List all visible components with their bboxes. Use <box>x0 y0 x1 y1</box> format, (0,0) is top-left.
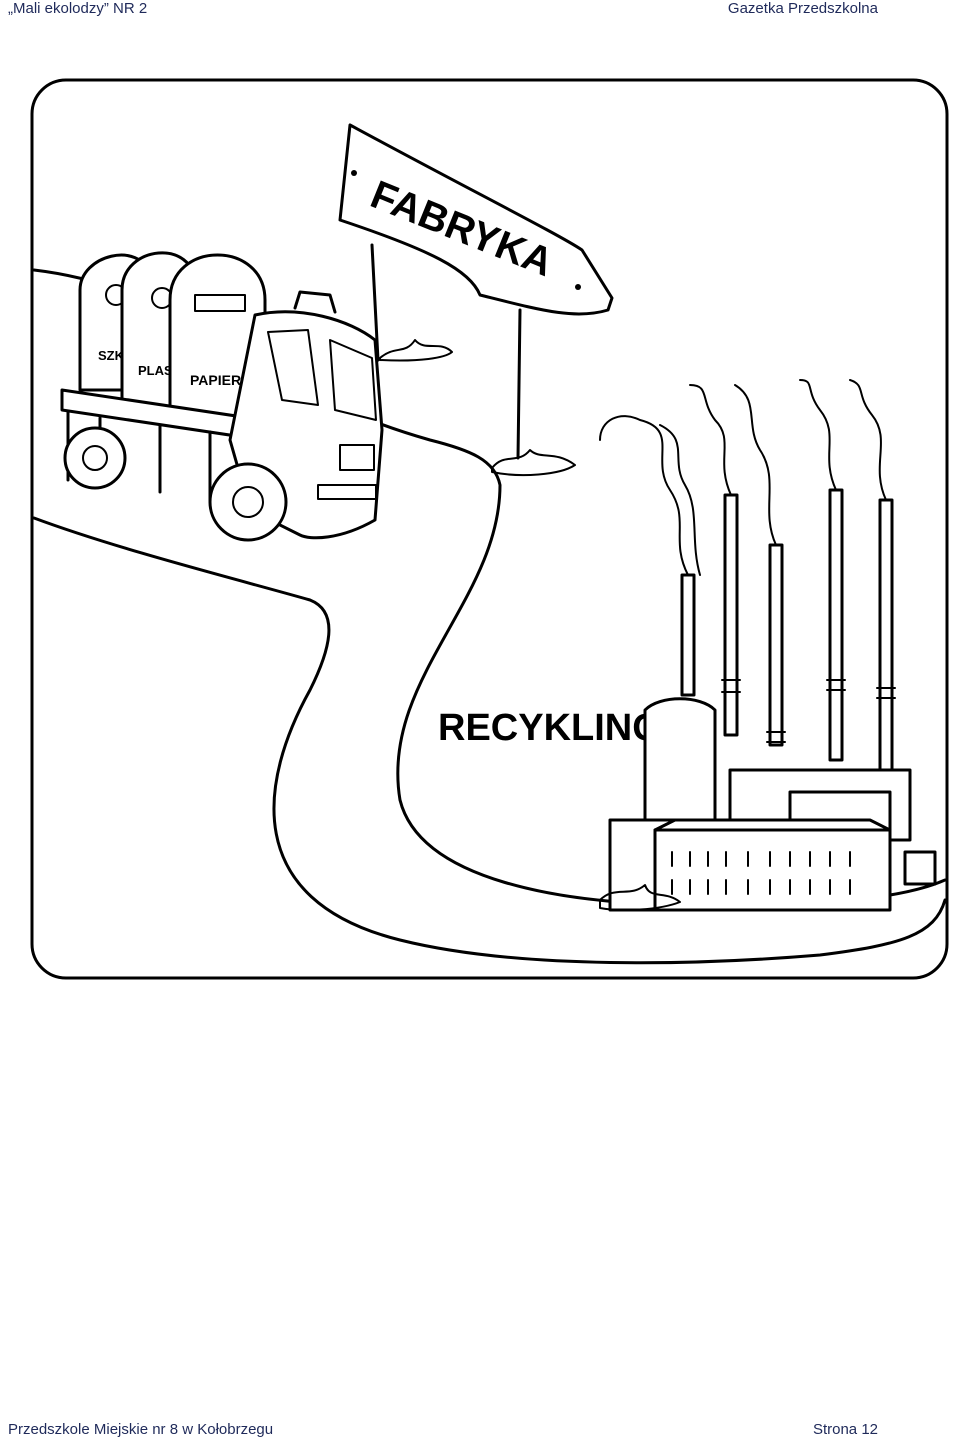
bin-label-paper: PAPIER <box>190 372 241 388</box>
recycling-truck: SZK PLAS PAPIER <box>60 251 384 542</box>
smoke <box>599 379 887 576</box>
bin-label-glass: SZK <box>98 348 125 363</box>
road-lower-edge <box>32 516 947 965</box>
factory <box>599 697 937 912</box>
footer-page-number: Strona 12 <box>812 1421 878 1438</box>
header-publication-type: Gazetka Przedszkolna <box>727 0 878 17</box>
recycling-label: RECYKLING <box>438 707 662 749</box>
footer-school-name: Przedszkole Miejskie nr 8 w Kołobrzegu <box>8 1421 274 1438</box>
chimneys <box>680 488 896 772</box>
factory-windows <box>671 851 851 895</box>
bin-label-plastic: PLAS <box>138 363 173 378</box>
header-newsletter-title: „Mali ekolodzy” NR 2 <box>8 0 148 17</box>
illustration-frame <box>30 78 949 980</box>
recycling-coloring-illustration: FABRYKA SZK PLAS PAPIER <box>30 78 949 980</box>
